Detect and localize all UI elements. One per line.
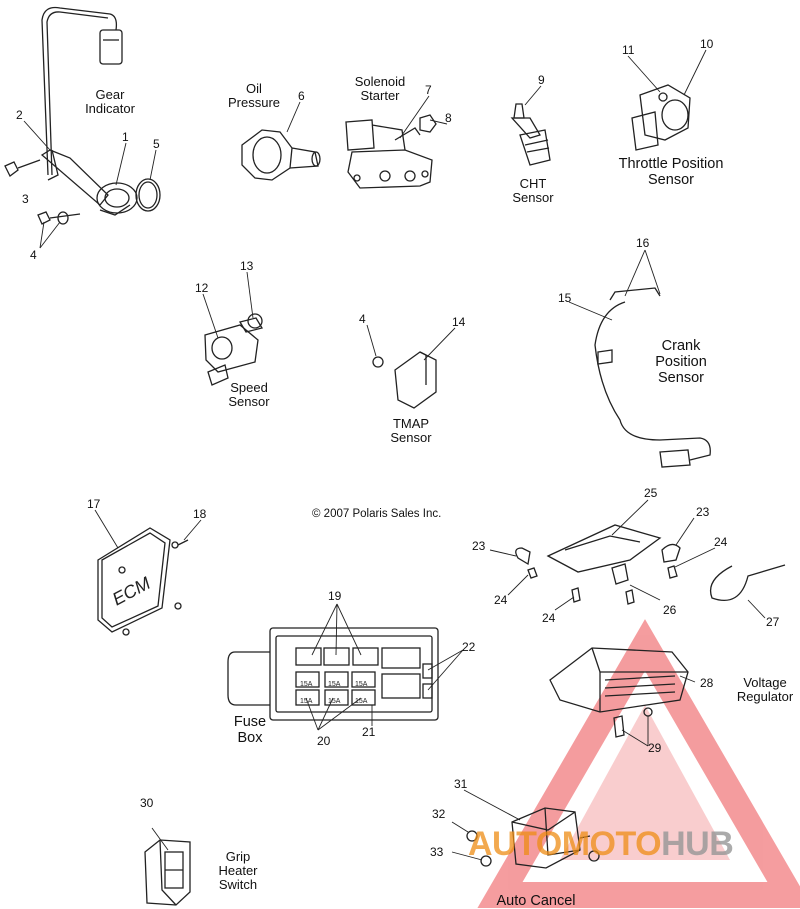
watermark-triangle	[477, 619, 800, 908]
callout-28: 28	[700, 676, 714, 690]
fuse-label-3: 15A	[355, 681, 368, 688]
callout-33: 33	[430, 845, 444, 859]
watermark-logo: AUTOMOTOHUB	[468, 825, 734, 863]
callout-22: 22	[462, 640, 476, 654]
callout-31: 31	[454, 777, 468, 791]
callout-15: 15	[558, 291, 572, 305]
callout-23a: 23	[472, 539, 486, 553]
ecm-cover-text: ECM	[109, 573, 154, 609]
voltage-regulator-drawing	[549, 647, 689, 738]
callout-9: 9	[538, 73, 545, 87]
auto-cancel-drawing	[466, 807, 600, 869]
fuse-label-5: 15A	[328, 698, 341, 705]
fuse-label-6: 15A	[355, 698, 368, 705]
callout-14: 14	[452, 315, 466, 329]
callout-24a: 24	[494, 593, 508, 607]
callout-2: 2	[16, 108, 23, 122]
callout-3: 3	[22, 192, 29, 206]
callout-7: 7	[425, 83, 432, 97]
callout-19: 19	[328, 589, 342, 603]
callout-26: 26	[663, 603, 677, 617]
callout-6: 6	[298, 89, 305, 103]
callout-1: 1	[122, 130, 129, 144]
callout-11: 11	[622, 43, 635, 57]
speed-sensor-drawing	[204, 313, 264, 386]
fuse-box-drawing	[227, 627, 439, 721]
callout-4b: 4	[359, 312, 366, 326]
callout-30: 30	[140, 796, 154, 810]
callout-16: 16	[636, 236, 650, 250]
ecm-drawing	[97, 527, 189, 636]
callout-23b: 23	[696, 505, 710, 519]
callout-32: 32	[432, 807, 446, 821]
callout-12: 12	[195, 281, 209, 295]
solenoid-drawing	[345, 114, 437, 189]
callout-20: 20	[317, 734, 331, 748]
callout-24b: 24	[542, 611, 556, 625]
callout-27: 27	[766, 615, 780, 629]
callout-24c: 24	[714, 535, 728, 549]
callout-21: 21	[362, 725, 376, 739]
leader-lines	[23, 49, 766, 861]
fuse-label-1: 15A	[300, 681, 313, 688]
callout-10: 10	[700, 37, 714, 51]
callout-4: 4	[30, 248, 37, 262]
callout-17: 17	[87, 497, 101, 511]
fuse-details: 15A 15A 15A 15A 15A 15A	[300, 681, 368, 705]
callout-13: 13	[240, 259, 254, 273]
callout-18: 18	[193, 507, 207, 521]
fuse-label-4: 15A	[300, 698, 313, 705]
tps-drawing	[631, 84, 691, 151]
label-auto-cancel: Auto Cancel	[496, 893, 576, 909]
bracket-drawing	[515, 524, 786, 605]
callout-5: 5	[153, 137, 160, 151]
gear-indicator-drawing	[4, 6, 161, 225]
cht-drawing	[510, 103, 551, 166]
callout-25: 25	[644, 486, 658, 500]
callout-8: 8	[445, 111, 452, 125]
copyright-notice: © 2007 Polaris Sales Inc.	[312, 508, 442, 520]
callout-29: 29	[648, 741, 662, 755]
tmap-drawing	[372, 351, 437, 409]
crank-sensor-drawing	[594, 287, 711, 468]
oil-pressure-drawing	[241, 129, 321, 181]
grip-switch-drawing	[144, 839, 191, 906]
fuse-label-2: 15A	[328, 681, 341, 688]
